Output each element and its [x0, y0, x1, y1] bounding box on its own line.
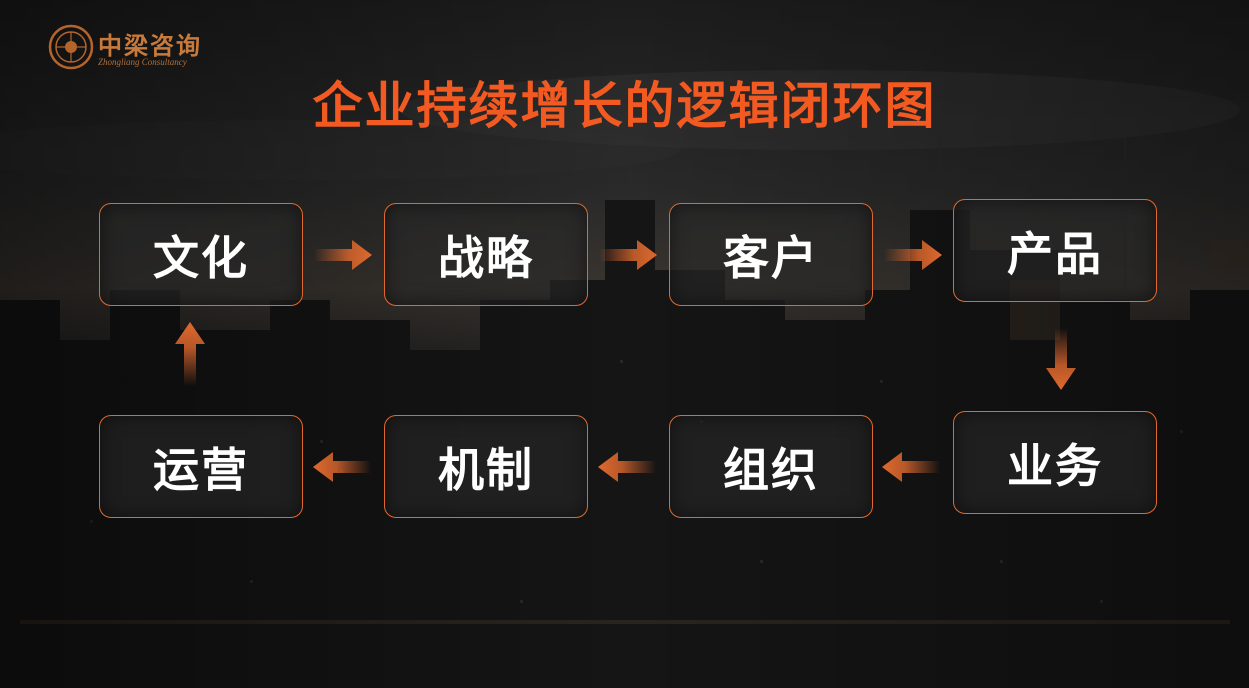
- arrow-product-to-business: [1046, 328, 1076, 390]
- company-logo: 中梁咨询 Zhongliang Consultancy: [48, 24, 218, 72]
- arrow-strategy-to-customer: [599, 240, 657, 270]
- arrow-operations-to-culture: [175, 322, 205, 386]
- node-business: 业务: [953, 411, 1157, 514]
- arrow-business-to-organization: [882, 452, 940, 482]
- logo-name-cn: 中梁咨询: [98, 31, 202, 60]
- arrow-organization-to-mechanism: [598, 452, 656, 482]
- node-operations: 运营: [99, 415, 303, 518]
- arrow-customer-to-product: [884, 240, 942, 270]
- seal-icon: [48, 24, 94, 70]
- arrow-culture-to-strategy: [314, 240, 372, 270]
- logo-name-en: Zhongliang Consultancy: [98, 57, 187, 67]
- page-title: 企业持续增长的逻辑闭环图: [312, 77, 937, 135]
- node-mechanism: 机制: [384, 415, 588, 518]
- node-customer: 客户: [669, 203, 873, 306]
- node-product: 产品: [953, 199, 1157, 302]
- node-organization: 组织: [669, 415, 873, 518]
- arrow-mechanism-to-operations: [313, 452, 371, 482]
- node-strategy: 战略: [384, 203, 588, 306]
- node-culture: 文化: [99, 203, 303, 306]
